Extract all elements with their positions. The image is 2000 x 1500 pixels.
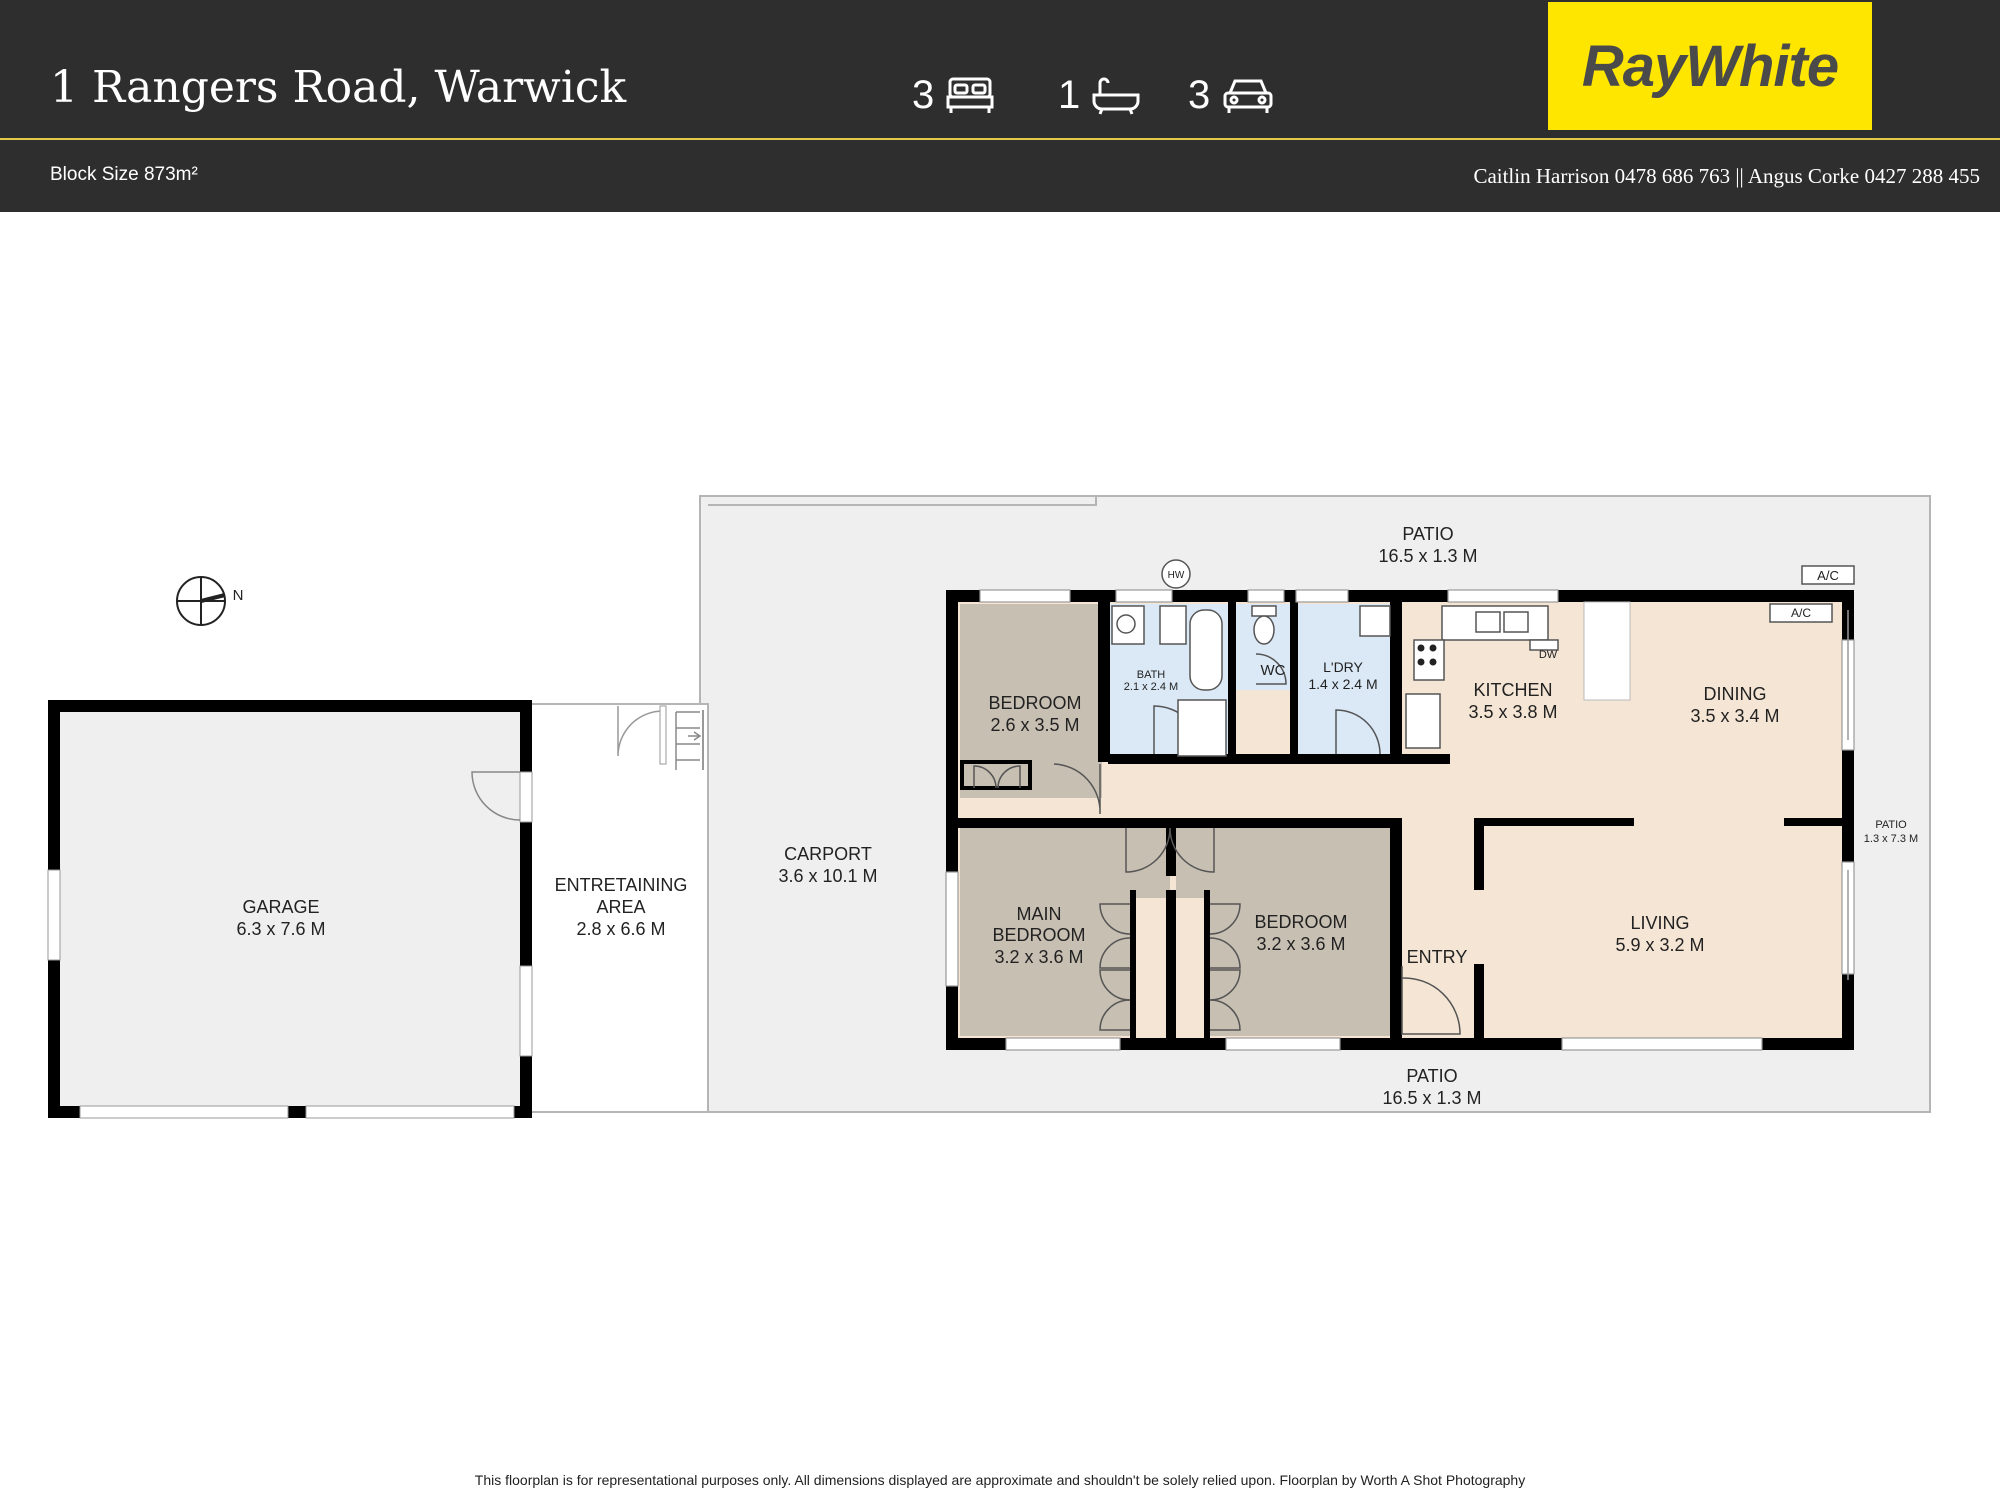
laundry-label: L'DRY — [1323, 659, 1363, 675]
bathrooms-stat: 1 — [1058, 70, 1140, 120]
kitchen-size: 3.5 x 3.8 M — [1468, 702, 1557, 722]
wc-label: WC — [1261, 662, 1286, 679]
living-size: 5.9 x 3.2 M — [1615, 935, 1704, 955]
entertaining-size: 2.8 x 6.6 M — [576, 919, 665, 939]
carport-label: CARPORT — [784, 844, 872, 864]
patio-bottom-size: 16.5 x 1.3 M — [1382, 1088, 1481, 1108]
bathrooms-count: 1 — [1058, 72, 1081, 117]
header-divider — [0, 138, 2000, 140]
patio-side-label: PATIO — [1875, 819, 1907, 831]
ac-outside-label: A/C — [1817, 568, 1839, 583]
property-address: 1 Rangers Road, Warwick — [50, 62, 627, 113]
patio-side-size: 1.3 x 7.3 M — [1864, 833, 1918, 845]
patio-top-size: 16.5 x 1.3 M — [1378, 546, 1477, 566]
entertaining-label-2: AREA — [596, 897, 645, 917]
compass-label: N — [233, 587, 244, 604]
patio-top-label: PATIO — [1402, 524, 1453, 544]
car-icon — [1223, 79, 1273, 113]
garage — [47, 700, 533, 1119]
compass-icon — [176, 576, 226, 626]
bedroom-1-label: BEDROOM — [988, 693, 1081, 713]
bathtub-icon — [1092, 77, 1140, 115]
bedrooms-count: 3 — [912, 72, 935, 117]
bed-icon — [946, 77, 994, 113]
carspaces-count: 3 — [1188, 72, 1211, 117]
ac-inside-label: A/C — [1791, 606, 1811, 620]
living-label: LIVING — [1630, 913, 1689, 933]
carspaces-stat: 3 — [1188, 70, 1274, 120]
garage-label: GARAGE — [242, 897, 319, 917]
entry-label: ENTRY — [1407, 947, 1468, 967]
block-size: Block Size 873m² — [50, 164, 198, 185]
kitchen-label: KITCHEN — [1473, 680, 1552, 700]
bedroom-2-size: 3.2 x 3.6 M — [1256, 934, 1345, 954]
garage-size: 6.3 x 7.6 M — [236, 919, 325, 939]
logo-text: RayWhite — [1581, 33, 1839, 99]
main-bedroom-size: 3.2 x 3.6 M — [994, 947, 1083, 967]
hot-water-label: HW — [1168, 570, 1185, 581]
agent-contacts: Caitlin Harrison 0478 686 763 || Angus C… — [1473, 164, 1980, 188]
raywhite-logo: RayWhite — [1548, 2, 1872, 130]
disclaimer: This floorplan is for representational p… — [474, 1472, 1526, 1488]
house — [945, 559, 1855, 1051]
bedroom-1-size: 2.6 x 3.5 M — [990, 715, 1079, 735]
main-bedroom-label-2: BEDROOM — [992, 925, 1085, 945]
dining-size: 3.5 x 3.4 M — [1690, 706, 1779, 726]
entertaining-label-1: ENTRETAINING — [555, 875, 688, 895]
carport-size: 3.6 x 10.1 M — [778, 866, 877, 886]
dining-label: DINING — [1704, 684, 1767, 704]
bedroom-2-label: BEDROOM — [1254, 912, 1347, 932]
dishwasher-label: DW — [1539, 649, 1558, 661]
laundry-size: 1.4 x 2.4 M — [1308, 676, 1377, 692]
bath-label: BATH — [1137, 669, 1166, 681]
bedrooms-stat: 3 — [912, 70, 994, 120]
bath-size: 2.1 x 2.4 M — [1124, 681, 1178, 693]
main-bedroom-label-1: MAIN — [1017, 904, 1062, 924]
patio-bottom-label: PATIO — [1406, 1066, 1457, 1086]
